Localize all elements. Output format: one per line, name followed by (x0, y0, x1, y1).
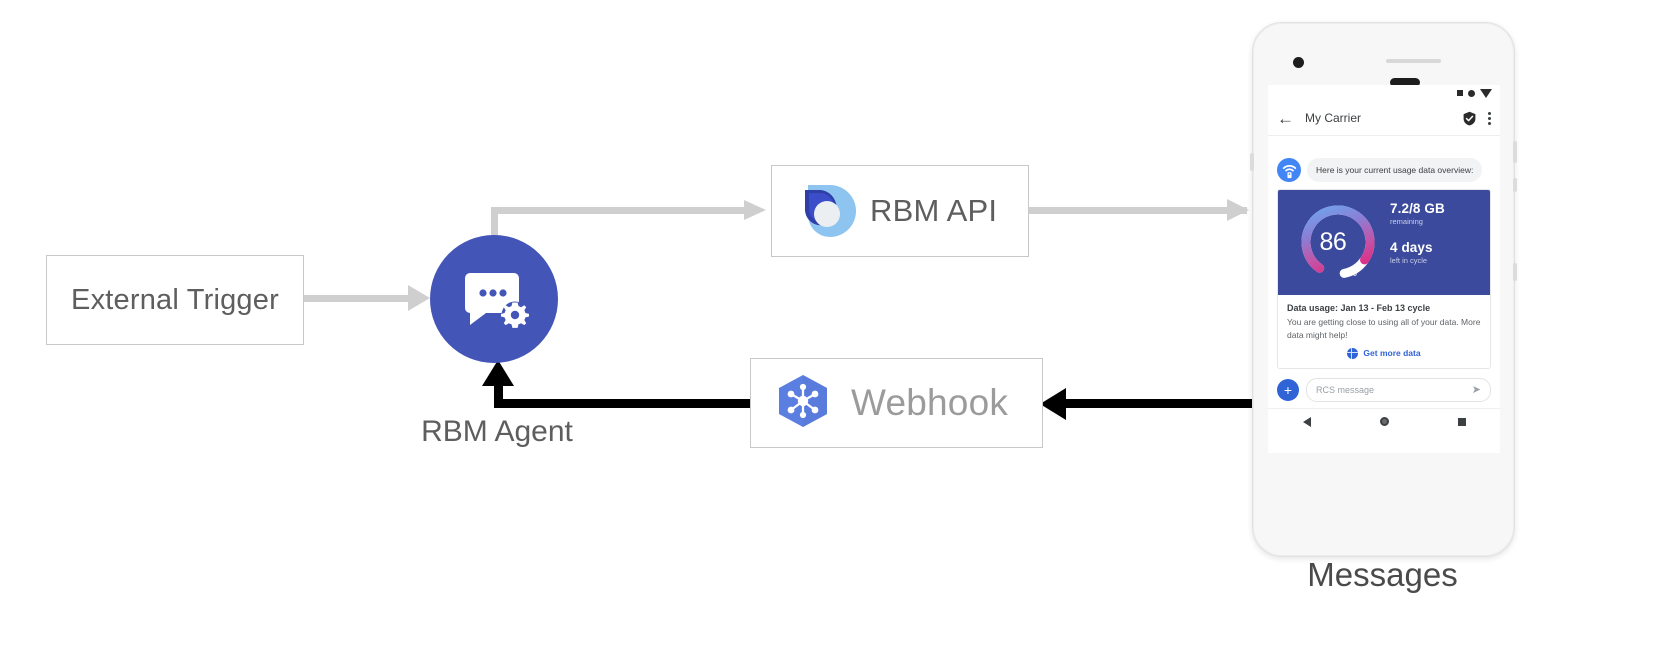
triangle-down-icon (1480, 88, 1492, 98)
arrowhead-webhook-to-agent-icon (482, 360, 514, 386)
android-nav-bar (1268, 407, 1500, 435)
card-body: Data usage: Jan 13 - Feb 13 cycle You ar… (1278, 295, 1490, 368)
speaker-slot (1390, 78, 1420, 87)
connector-webhook-to-agent-vertical (494, 382, 503, 408)
rbm-api-droplet-icon (800, 185, 856, 237)
days-left-block: 4 days left in cycle (1390, 240, 1445, 265)
rcs-message-input[interactable]: RCS message ➤ (1306, 377, 1491, 402)
data-amount-block: 7.2/8 GB remaining (1390, 201, 1445, 226)
phone-mockup: ← My Carrier (1250, 22, 1517, 557)
phone-side-button-left[interactable] (1250, 153, 1254, 171)
data-amount-sub: remaining (1390, 217, 1423, 227)
nav-back-icon[interactable] (1302, 416, 1311, 427)
phone-caption-label: Messages (1307, 556, 1458, 593)
connector-agent-to-api-vertical (491, 207, 498, 247)
days-left-sub: left in cycle (1390, 256, 1428, 266)
chat-gear-icon (465, 273, 529, 329)
external-trigger-label: External Trigger (71, 283, 279, 316)
connector-api-to-phone (1029, 207, 1247, 214)
phone-power-button[interactable] (1513, 263, 1517, 281)
message-row: Here is your current usage data overview… (1277, 158, 1491, 183)
back-arrow-icon[interactable]: ← (1277, 108, 1294, 128)
message-bubble: Here is your current usage data overview… (1307, 158, 1483, 183)
rbm-agent-label: RBM Agent (421, 415, 573, 448)
node-rbm-api[interactable]: RBM API (771, 165, 1029, 257)
connector-phone-to-webhook (1061, 399, 1259, 408)
card-title: Data usage: Jan 13 - Feb 13 cycle (1287, 303, 1431, 314)
app-bar: ← My Carrier (1268, 101, 1500, 136)
message-composer: + RCS message ➤ (1268, 369, 1500, 408)
get-more-data-label: Get more data (1363, 348, 1421, 359)
node-external-trigger[interactable]: External Trigger (46, 255, 304, 345)
arrowhead-agent-to-api-icon (744, 200, 766, 220)
usage-gauge: 86 % (1296, 200, 1380, 284)
status-bar (1268, 85, 1500, 101)
hero-stats: 7.2/8 GB remaining 4 days left in cycle (1390, 201, 1445, 265)
node-rbm-agent[interactable] (430, 235, 558, 363)
days-left: 4 days (1390, 240, 1433, 256)
wifi-router-icon (1277, 158, 1301, 183)
add-attachment-button[interactable]: + (1277, 378, 1299, 401)
arrowhead-api-to-phone-icon (1227, 199, 1249, 221)
rbm-api-label: RBM API (870, 193, 998, 228)
node-webhook[interactable]: Webhook (750, 358, 1043, 448)
gauge-unit: % (1347, 267, 1357, 280)
card-hero: 86 % 7.2/8 GB remaining 4 days lef (1278, 190, 1490, 296)
shield-check-icon[interactable] (1462, 111, 1477, 126)
conversation-title: My Carrier (1305, 111, 1361, 125)
connector-webhook-to-agent-horizontal (494, 399, 756, 408)
card-description: You are getting close to using all of yo… (1287, 317, 1481, 340)
send-icon[interactable]: ➤ (1471, 384, 1481, 397)
overflow-menu-icon[interactable] (1488, 111, 1491, 125)
gauge-value-group: 86 % (1296, 200, 1380, 284)
phone-screen: ← My Carrier (1268, 85, 1500, 453)
nav-home-icon[interactable] (1379, 417, 1389, 427)
connector-trigger-to-agent (304, 295, 410, 302)
front-camera-icon (1293, 57, 1304, 68)
rcs-input-placeholder: RCS message (1316, 384, 1375, 395)
globe-icon (1347, 347, 1359, 359)
conversation-area: Here is your current usage data overview… (1268, 136, 1500, 369)
data-amount: 7.2/8 GB (1390, 201, 1445, 217)
square-icon (1457, 90, 1463, 96)
nav-recents-icon[interactable] (1457, 417, 1466, 426)
cloud-functions-hexagon-icon (779, 375, 827, 427)
dot-icon (1468, 89, 1475, 97)
phone-volume-up-button[interactable] (1513, 141, 1517, 163)
arrowhead-phone-to-webhook-icon (1040, 388, 1066, 420)
gauge-value: 86 (1319, 227, 1347, 256)
connector-agent-to-api-horizontal (491, 207, 746, 214)
phone-top-bezel (1253, 23, 1514, 83)
get-more-data-button[interactable]: Get more data (1287, 347, 1481, 359)
phone-volume-down-button[interactable] (1513, 178, 1517, 192)
earpiece-grill (1386, 59, 1441, 63)
rich-card[interactable]: 86 % 7.2/8 GB remaining 4 days lef (1277, 189, 1491, 369)
webhook-label: Webhook (851, 382, 1009, 423)
arrowhead-trigger-to-agent-icon (408, 285, 430, 311)
